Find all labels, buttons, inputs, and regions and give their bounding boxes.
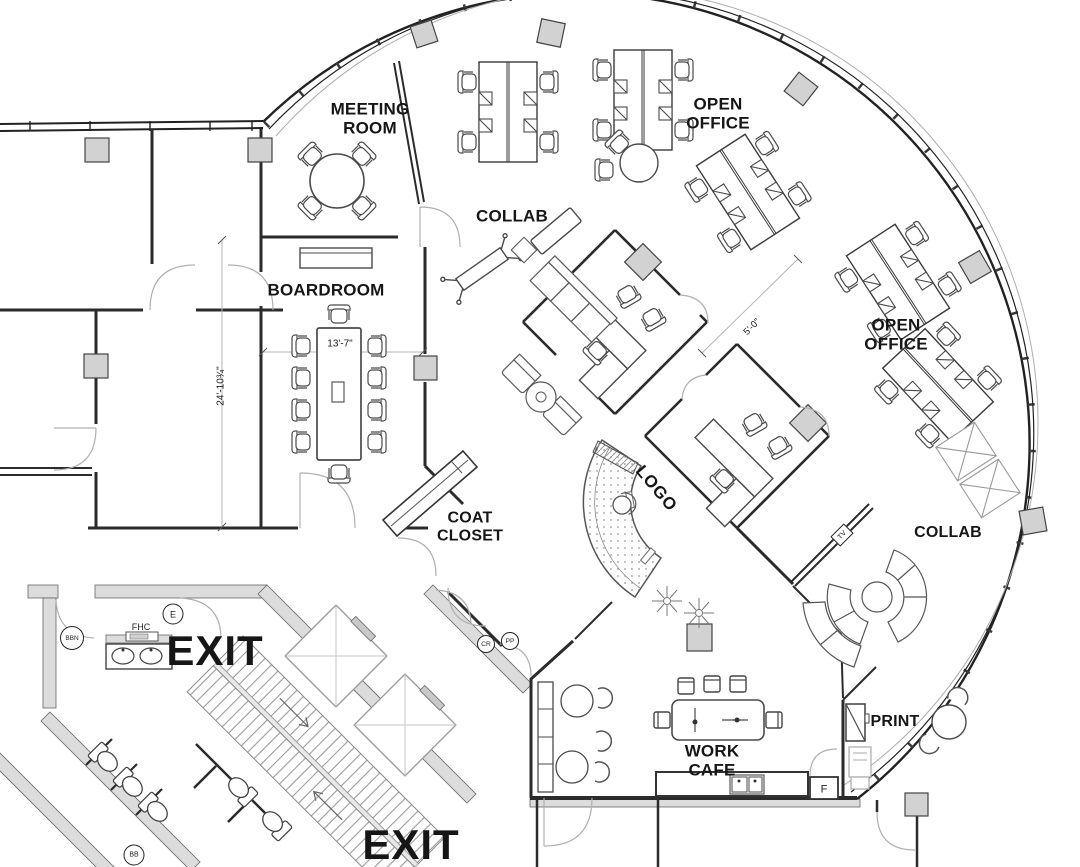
door-swings xyxy=(53,206,916,851)
collab-top-furniture xyxy=(440,207,582,305)
work-cafe-furniture xyxy=(537,675,839,800)
coat-closet-fixtures xyxy=(381,449,479,538)
open-office-top-label: OPEN OFFICE xyxy=(686,94,750,132)
fridge-tag: F xyxy=(813,780,835,798)
structural-columns xyxy=(83,18,1048,817)
fhc-tag: FHC xyxy=(131,622,151,632)
print-area-furniture xyxy=(845,684,972,790)
washroom-fixtures xyxy=(86,631,294,843)
open-office-desks xyxy=(458,50,1021,519)
exit-upper-label: EXIT xyxy=(166,627,264,674)
boardroom-table-dimension: 13'-7" xyxy=(327,338,353,350)
meeting-room-label: MEETING ROOM xyxy=(330,99,410,137)
reception-desk xyxy=(582,438,715,629)
collab-top-label: COLLAB xyxy=(475,206,549,226)
elevators xyxy=(284,604,457,777)
pp-tag: PP xyxy=(501,632,519,650)
print-label: PRINT xyxy=(870,713,920,731)
boardroom-depth-dimension: 24'-10¾" xyxy=(215,366,227,406)
stairs xyxy=(186,635,446,867)
open-office-right-label: OPEN OFFICE xyxy=(864,315,928,353)
collab-right-furniture xyxy=(802,549,928,668)
collab-right-label: COLLAB xyxy=(914,524,982,542)
cr-tag: CR xyxy=(477,635,495,653)
work-cafe-label: WORK CAFE xyxy=(684,741,740,779)
exit-lower-label: EXIT xyxy=(362,821,460,867)
lounge-furniture xyxy=(501,236,618,436)
dimension-lines xyxy=(217,235,803,532)
boardroom-label: BOARDROOM xyxy=(267,280,385,300)
exterior-shell xyxy=(0,0,1039,800)
exit-door-tag: E xyxy=(162,603,184,625)
bbn-tag: BBN xyxy=(60,626,84,650)
bb-tag: BB xyxy=(123,844,145,866)
boardroom-furniture xyxy=(291,247,387,484)
meeting-room-furniture xyxy=(296,140,378,222)
coat-closet-label: COAT CLOSET xyxy=(436,509,504,544)
